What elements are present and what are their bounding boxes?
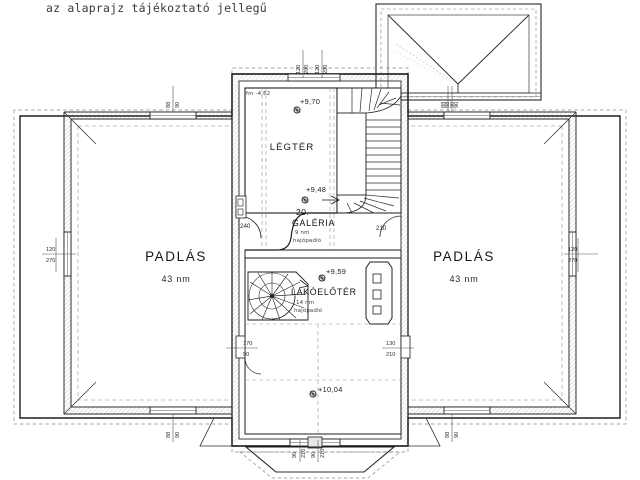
dim-bottom-center-a: 90 — [292, 452, 298, 458]
room-label-right-attic: PADLÁS — [433, 249, 495, 264]
dim-top-right-over: 88 — [445, 102, 451, 108]
annex-dim-a: 88 — [441, 102, 447, 108]
dim-bottom-center-b: 210 — [301, 449, 307, 458]
dim-top-right-window: 88 90 — [445, 86, 460, 112]
room-lakoelotér: +9,59 — [244, 257, 402, 435]
dim-left-wall-over: 120 — [46, 247, 55, 253]
chimney-flue-block — [365, 261, 393, 325]
gallery-label: GALÉRIA — [292, 218, 335, 228]
dim-top-left-window: 88 90 — [166, 86, 181, 112]
window-bottom-left — [149, 406, 197, 415]
dim-bottom-left-under: 90 — [175, 432, 181, 438]
header-note: az alaprajz tájékoztató jellegű — [46, 1, 267, 15]
annex-dimension-group: 88 90 — [441, 86, 456, 112]
dim-bottom-center-c: 90 — [311, 452, 317, 458]
dim-center-inner-left-under: 90 — [243, 352, 249, 358]
window-top-left — [149, 111, 197, 120]
dim-bottom-right-window: 88 90 — [445, 414, 460, 442]
dim-top-left-under: 90 — [175, 102, 181, 108]
dim-top-left-over: 88 — [166, 102, 172, 108]
elevation-value-legter: +9,70 — [300, 97, 320, 106]
dim-bottom-left-over: 88 — [166, 432, 172, 438]
note-top-left: fm -4,62 — [246, 91, 270, 97]
room-label-hall: LAKÓELŐTÉR — [291, 287, 357, 297]
door-galeria-right-dim: 210 — [376, 225, 387, 232]
dim-central-top: 120 290 120 290 — [296, 50, 329, 78]
winder-staircase — [322, 87, 402, 214]
entry-porch-bottom — [239, 446, 401, 479]
dim-central-top-right-over: 120 — [315, 65, 321, 74]
elevation-value-galeria: +9,48 — [306, 185, 326, 194]
window-central-top — [287, 73, 341, 82]
annex-dim-b: 90 — [450, 102, 456, 108]
dim-right-wall-under: 270 — [568, 258, 577, 264]
elevation-value-hall: +9,59 — [326, 267, 346, 276]
room-legter: LÉGTÉR +9,70 — [244, 87, 338, 250]
elevation-marker-hall: +9,59 — [318, 267, 346, 282]
hall-hand-floor: hajópadló — [294, 307, 322, 314]
dim-left-wall: 120 270 — [42, 238, 76, 272]
room-area-right-attic: 43 nm — [449, 274, 478, 284]
dim-center-inner-left-over: 170 — [243, 341, 252, 347]
door-galeria-right: 210 — [376, 215, 402, 238]
dim-bottom-center: 90 210 90 210 — [292, 440, 326, 462]
door-hall-right — [400, 335, 411, 359]
elevation-marker-lower: +10,04 — [309, 385, 343, 398]
dim-center-inner-right-under: 210 — [386, 352, 395, 358]
gallery-number: 20. — [296, 207, 309, 217]
dim-center-inner-right-over: 130 — [386, 341, 395, 347]
dim-bottom-center-d: 210 — [320, 449, 326, 458]
dim-central-top-left-over: 120 — [296, 65, 302, 74]
elevation-marker-legter: +9,70 — [293, 97, 320, 114]
door-galeria-left-dim: 240 — [240, 223, 251, 230]
dim-bottom-left-window: 88 90 — [166, 414, 181, 442]
dim-center-inner-right: 130 210 — [382, 341, 414, 358]
dim-right-wall-over: 120 — [568, 247, 577, 253]
dim-bottom-right-under: 90 — [454, 432, 460, 438]
hall-hand-area: 14 nm — [296, 300, 314, 306]
gallery-hand-area: 9 nm — [295, 230, 310, 236]
window-central-bottom — [289, 436, 341, 449]
window-bottom-right — [443, 406, 491, 415]
central-block: LÉGTÉR +9,70 fm -4,62 — [231, 73, 411, 449]
window-top-right — [443, 111, 491, 120]
door-hall-left — [235, 335, 262, 375]
dim-center-inner-left: 170 90 — [226, 341, 258, 358]
room-area-left-attic: 43 nm — [161, 274, 190, 284]
gallery-hand-floor: hajópadló — [293, 237, 321, 244]
room-label-legter: LÉGTÉR — [270, 142, 315, 153]
dim-central-top-left-under: 290 — [304, 65, 310, 74]
dim-top-right-under: 90 — [454, 102, 460, 108]
left-attic-wing: PADLÁS 43 nm — [63, 111, 232, 415]
porch-wings — [199, 417, 441, 447]
dim-left-wall-under: 270 — [46, 258, 55, 264]
dim-bottom-right-over: 88 — [445, 432, 451, 438]
right-attic-wing: PADLÁS 43 nm — [408, 111, 577, 415]
room-label-left-attic: PADLÁS — [145, 249, 207, 264]
flue-block-left — [235, 195, 247, 219]
dim-central-top-right-under: 290 — [323, 65, 329, 74]
spiral-staircase — [247, 271, 309, 321]
elevation-marker-galeria: +9,48 — [301, 185, 326, 204]
dim-right-wall: 120 270 — [564, 238, 598, 272]
elevation-value-lower: +10,04 — [318, 385, 343, 394]
